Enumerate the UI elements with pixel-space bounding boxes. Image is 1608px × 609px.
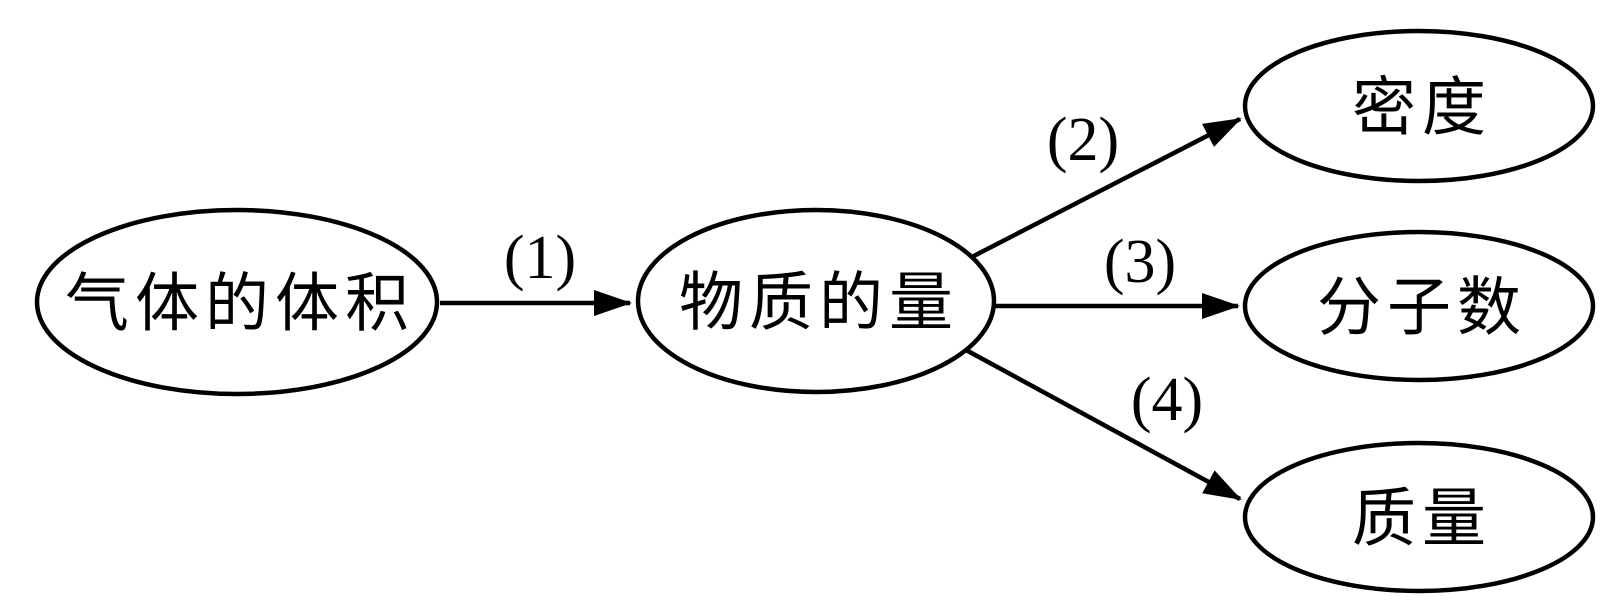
- edge-4-arrow: [964, 348, 1242, 501]
- node-gas-volume-label: 气体的体积: [65, 269, 415, 340]
- edge-1-label: (1): [504, 224, 576, 292]
- node-mass: 质量: [1242, 440, 1596, 594]
- edge-amount-to-mass: (4): [964, 348, 1242, 501]
- edge-amount-to-density: (2): [964, 106, 1242, 263]
- node-gas-volume-shape: [34, 207, 440, 397]
- edge-3-label: (3): [1104, 228, 1176, 296]
- node-gas-volume: 气体的体积: [34, 207, 440, 397]
- node-density-label: 密度: [1352, 73, 1492, 144]
- node-amount-of-substance: 物质的量: [635, 207, 997, 395]
- edge-2-arrow: [964, 116, 1242, 263]
- edge-amount-to-molecule-count: (3): [990, 228, 1240, 319]
- node-molecule-count: 分子数: [1242, 229, 1596, 383]
- node-amount-of-substance-shape: [635, 207, 997, 395]
- node-molecule-count-label: 分子数: [1317, 273, 1527, 344]
- node-density-shape: [1242, 28, 1596, 184]
- node-density: 密度: [1242, 28, 1596, 184]
- node-mass-shape: [1242, 440, 1596, 594]
- edge-4-label: (4): [1131, 366, 1203, 434]
- node-mass-label: 质量: [1352, 484, 1492, 555]
- node-molecule-count-shape: [1242, 229, 1596, 383]
- edge-gas-volume-to-amount: (1): [440, 224, 632, 316]
- node-amount-of-substance-label: 物质的量: [679, 268, 959, 339]
- edge-2-label: (2): [1047, 106, 1119, 174]
